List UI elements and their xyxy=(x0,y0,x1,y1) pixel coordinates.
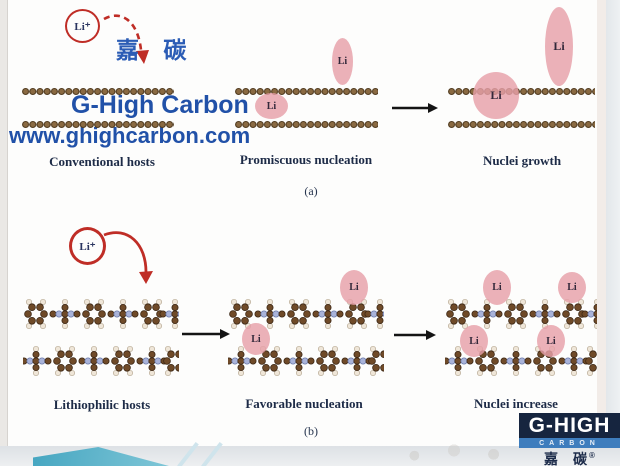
ghigh-logo-carbon-bar: CARBON xyxy=(519,438,620,448)
ghigh-logo: G-HIGH xyxy=(519,413,620,438)
bottom-band xyxy=(0,446,620,466)
li-nucleus: Li xyxy=(242,323,270,355)
arrow-right-icon xyxy=(392,103,438,113)
carbon-chain xyxy=(235,120,378,129)
host-chain xyxy=(23,345,179,377)
li-nucleus: Li xyxy=(255,93,288,119)
watermark-brand-cn: 嘉 碳 xyxy=(116,37,196,63)
curved-arrow-icon xyxy=(103,231,153,284)
panel-label-nuclei-growth: Nuclei growth xyxy=(482,153,562,168)
dashed-arrow-icon xyxy=(103,14,149,64)
carbon-chain xyxy=(448,120,595,129)
row-a-tag: (a) xyxy=(304,184,318,198)
li-ion-label: Li⁺ xyxy=(74,20,91,33)
li-nucleus: Li xyxy=(332,38,353,85)
li-nucleus: Li xyxy=(545,7,573,86)
carbon-chain xyxy=(22,87,174,96)
panel-label-promiscuous-nucleation: Promiscuous nucleation xyxy=(239,152,373,167)
li-nucleus: Li xyxy=(340,270,368,305)
li-nucleus: Li xyxy=(460,325,488,357)
carbon-chain xyxy=(235,87,378,96)
row-b-tag: (b) xyxy=(304,424,318,438)
panel-label-nuclei-increase: Nuclei increase xyxy=(474,396,558,411)
li-nucleus: Li xyxy=(483,270,511,305)
page-edge-right-inner xyxy=(597,0,606,466)
panel-label-favorable-nucleation: Favorable nucleation xyxy=(245,396,363,411)
ghigh-logo-subtitle: CARBON xyxy=(539,439,600,447)
li-ion-badge-a: Li⁺ xyxy=(65,9,100,43)
page-edge-right-outer xyxy=(606,0,620,466)
arrow-right-icon xyxy=(182,329,230,339)
host-chain xyxy=(24,298,179,330)
li-nucleus: Li xyxy=(537,325,565,357)
faint-watermark xyxy=(388,440,520,466)
li-ion-label: Li⁺ xyxy=(79,240,96,253)
page-edge-left xyxy=(0,0,8,466)
carbon-chain xyxy=(22,120,174,129)
registered-mark: ® xyxy=(589,451,595,461)
arrow-right-icon xyxy=(394,330,436,340)
panel-label-lithiophilic-hosts: Lithiophilic hosts xyxy=(53,397,151,412)
panel-label-conventional-hosts: Conventional hosts xyxy=(49,154,155,169)
li-nucleus: Li xyxy=(558,272,586,303)
ghigh-logo-cn: 嘉碳® xyxy=(544,451,603,466)
li-nucleus: Li xyxy=(473,72,519,119)
li-ion-badge-b: Li⁺ xyxy=(69,227,106,265)
carbon-chain xyxy=(448,87,595,96)
ghigh-logo-title: G-HIGH xyxy=(528,413,611,437)
